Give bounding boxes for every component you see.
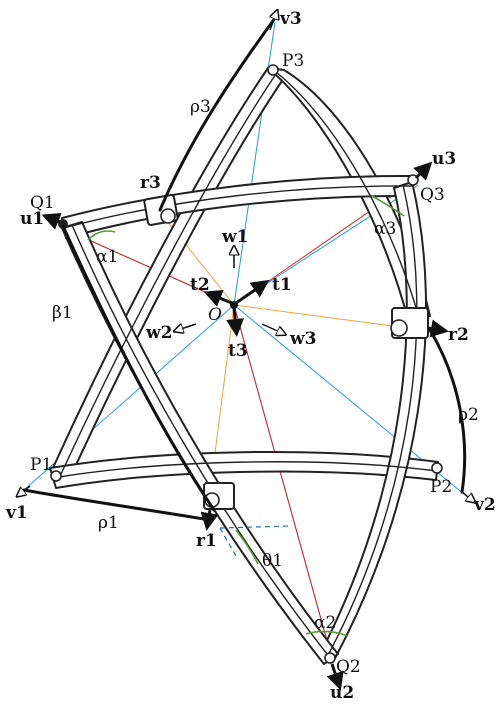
frame-inner-contours xyxy=(52,71,438,660)
rho3-curve xyxy=(158,16,277,212)
u3-arrow xyxy=(413,161,433,181)
label-rho1: ρ1 xyxy=(98,513,119,533)
r2-arrow xyxy=(427,319,449,338)
alpha2-arc xyxy=(305,630,349,637)
r1-arrow xyxy=(200,509,219,531)
label-u3: u3 xyxy=(432,149,456,169)
alpha3-arc xyxy=(371,195,405,217)
label-O: O xyxy=(208,305,222,325)
label-alpha2: α2 xyxy=(314,613,336,633)
vector-arrows xyxy=(20,14,472,691)
beta1-curve xyxy=(61,224,216,512)
outer-frame xyxy=(49,67,439,665)
label-r1: r1 xyxy=(196,531,217,551)
node-Q2 xyxy=(324,652,336,664)
label-Q3: Q3 xyxy=(420,185,445,205)
t1-arrow xyxy=(235,279,270,305)
angle-arcs xyxy=(87,195,405,637)
theta1-arc xyxy=(235,529,259,565)
label-v3: v3 xyxy=(279,9,302,29)
u1-arrow xyxy=(41,212,62,230)
actuation-curves xyxy=(22,16,467,522)
label-t3: t3 xyxy=(228,341,248,361)
t3-arrow xyxy=(226,307,245,337)
label-theta1: θ1 xyxy=(262,551,283,571)
label-P1: P1 xyxy=(30,455,52,475)
v1-arrow xyxy=(20,485,31,494)
labels: v3 P3 ρ3 u3 Q3 α3 u1 Q1 r3 w1 t2 t1 α1 β… xyxy=(5,9,496,703)
w3-arrow xyxy=(261,323,282,333)
u2-arrow xyxy=(326,663,344,691)
label-w1: w1 xyxy=(221,227,248,247)
label-Q2: Q2 xyxy=(336,657,361,677)
label-beta1: β1 xyxy=(52,303,73,323)
label-P2: P2 xyxy=(430,477,452,497)
node-P3 xyxy=(267,64,279,76)
label-u2: u2 xyxy=(330,683,354,703)
w2-arrow xyxy=(178,323,197,330)
label-w2: w2 xyxy=(145,323,172,343)
alpha1-arc xyxy=(87,230,116,241)
label-r3: r3 xyxy=(140,173,161,193)
rho1-curve xyxy=(22,488,212,522)
label-alpha1: α1 xyxy=(96,247,118,267)
v3-arrow xyxy=(270,14,276,31)
rho2-curve xyxy=(428,328,467,494)
label-v2: v2 xyxy=(473,495,496,515)
label-r2: r2 xyxy=(448,325,469,345)
label-Q1: Q1 xyxy=(30,193,55,213)
label-rho2: ρ2 xyxy=(458,405,479,425)
node-P2 xyxy=(431,462,443,474)
node-P1 xyxy=(50,470,62,482)
label-rho3: ρ3 xyxy=(190,97,211,117)
t2-arrow xyxy=(203,289,233,307)
theta-dashed-lines xyxy=(219,525,291,557)
label-t1: t1 xyxy=(272,275,292,295)
label-alpha3: α3 xyxy=(374,219,396,239)
label-u1: u1 xyxy=(20,209,44,229)
label-v1: v1 xyxy=(5,503,28,523)
v2-arrow xyxy=(461,491,472,500)
label-t2: t2 xyxy=(190,275,210,295)
label-w3: w3 xyxy=(289,329,316,349)
label-P3: P3 xyxy=(282,51,304,71)
